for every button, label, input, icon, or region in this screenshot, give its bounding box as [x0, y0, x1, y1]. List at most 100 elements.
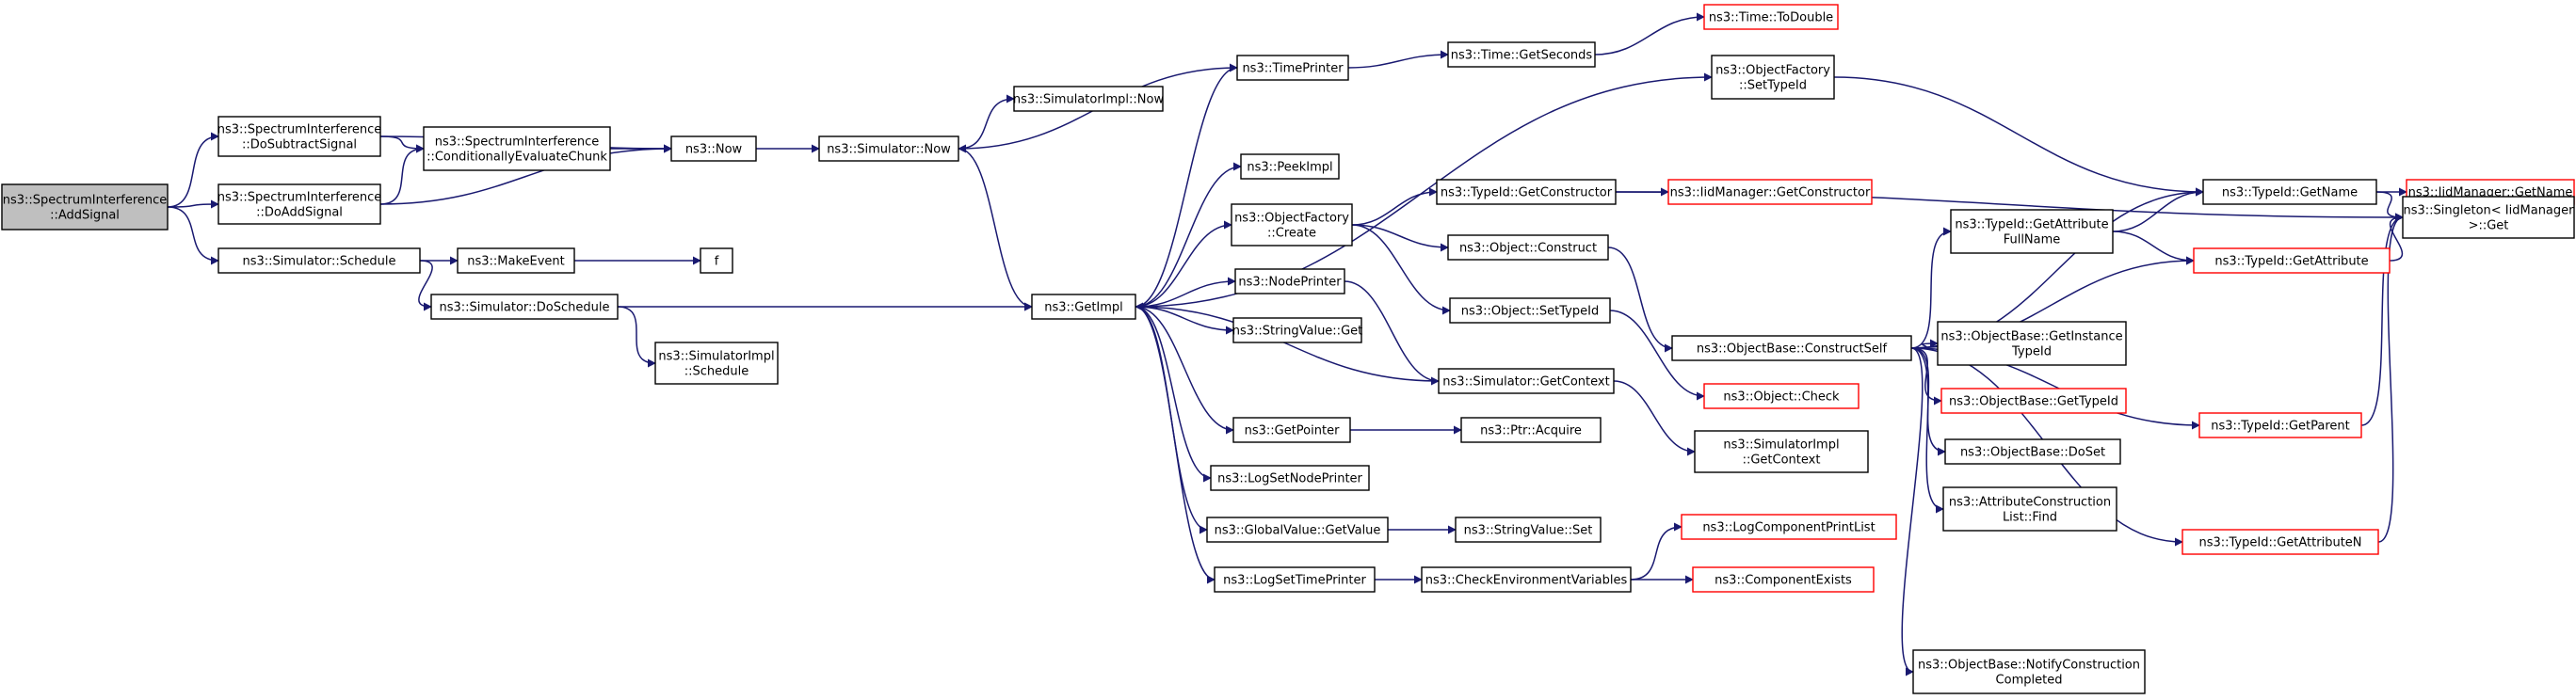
node-svset[interactable]: ns3::StringValue::Set: [1455, 517, 1602, 543]
node-now[interactable]: ns3::Now: [670, 135, 757, 162]
node-label: ns3::LogSetNodePrinter: [1217, 472, 1362, 486]
edge-ofcreate-to-objsettypeid: [1351, 224, 1451, 315]
node-getseconds[interactable]: ns3::Time::GetSeconds: [1447, 41, 1596, 68]
node-label: ns3::StringValue::Set: [1464, 524, 1593, 538]
node-label: ::Create: [1267, 227, 1316, 241]
node-ptracquire[interactable]: ns3::Ptr::Acquire: [1460, 417, 1602, 443]
edge-getimpl-to-timeprinter: [1135, 63, 1238, 308]
node-obgettid[interactable]: ns3::ObjectBase::GetTypeId: [1940, 388, 2127, 414]
edge-tidattrfullname-to-tidgetattr: [2112, 231, 2195, 265]
node-compexists[interactable]: ns3::ComponentExists: [1692, 566, 1875, 593]
edge-getimpl-to-lognodeprinter: [1135, 306, 1212, 483]
node-label: ns3::CheckEnvironmentVariables: [1425, 574, 1628, 588]
edge-checkenv-to-logcomplist: [1630, 522, 1682, 581]
edge-ofcreate-to-objconstruct: [1351, 224, 1449, 252]
node-label: ns3::AttributeConstruction: [1949, 496, 2111, 510]
node-label: Completed: [1996, 674, 2063, 688]
node-simnow[interactable]: ns3::Simulator::Now: [818, 135, 959, 162]
node-logtimeprinter[interactable]: ns3::LogSetTimePrinter: [1214, 566, 1376, 593]
node-label: ns3::Time::ToDouble: [1709, 11, 1833, 25]
edge-simnow-to-implnow: [958, 94, 1015, 150]
edge-tidgetattrn-to-singleton: [2377, 213, 2404, 543]
node-label: ns3::SpectrumInterference: [217, 191, 382, 205]
node-label: ns3::ComponentExists: [1715, 574, 1852, 588]
nodes: ns3::SpectrumInterference::AddSignalns3:…: [1, 4, 2575, 694]
node-tidgetname[interactable]: ns3::TypeId::GetName: [2202, 179, 2377, 205]
node-label: f: [715, 255, 719, 269]
edge-getimpl-to-peekimpl: [1135, 162, 1242, 308]
node-checkenv[interactable]: ns3::CheckEnvironmentVariables: [1421, 566, 1632, 593]
node-nodeprinter[interactable]: ns3::NodePrinter: [1234, 268, 1345, 294]
node-makeevent[interactable]: ns3::MakeEvent: [457, 247, 575, 274]
node-label: ::Schedule: [684, 365, 749, 379]
node-tidgetconstructor[interactable]: ns3::TypeId::GetConstructor: [1436, 179, 1617, 205]
node-label: ns3::TypeId::GetName: [2222, 186, 2358, 200]
node-implschedule[interactable]: ns3::SimulatorImpl::Schedule: [654, 342, 779, 385]
node-constructself[interactable]: ns3::ObjectBase::ConstructSelf: [1671, 335, 1912, 361]
edge-getcontext-to-getimpl: [1135, 302, 1440, 382]
node-label: ns3::LogComponentPrintList: [1702, 521, 1875, 535]
edge-tidattrfullname-to-tidgetname: [2112, 187, 2204, 232]
node-getpointer[interactable]: ns3::GetPointer: [1232, 417, 1351, 443]
node-doschedule[interactable]: ns3::Simulator::DoSchedule: [430, 294, 619, 320]
edge-tidgetparent-to-singleton: [2360, 213, 2404, 426]
edge-constructself-to-acfind: [1910, 347, 1944, 514]
node-gvgetvalue[interactable]: ns3::GlobalValue::GetValue: [1206, 517, 1389, 543]
node-label: ns3::Simulator::Schedule: [242, 255, 395, 269]
edge-ofsettypeid-to-tidgetname: [1833, 76, 2204, 197]
node-label: ns3::Now: [685, 143, 743, 157]
node-label: ns3::Object::SetTypeId: [1461, 305, 1599, 319]
node-tidgetparent[interactable]: ns3::TypeId::GetParent: [2198, 412, 2362, 438]
node-obnotify[interactable]: ns3::ObjectBase::NotifyConstructionCompl…: [1912, 649, 2146, 694]
node-iidgetconstructor[interactable]: ns3::IidManager::GetConstructor: [1667, 179, 1873, 205]
node-objcheck[interactable]: ns3::Object::Check: [1703, 383, 1860, 409]
node-label: ns3::LogSetTimePrinter: [1223, 574, 1366, 588]
node-label: ns3::Time::GetSeconds: [1451, 49, 1593, 63]
node-label: FullName: [2004, 233, 2061, 247]
node-f[interactable]: f: [700, 247, 733, 274]
node-label: ns3::TypeId::GetAttribute: [2214, 255, 2368, 269]
node-logcomplist[interactable]: ns3::LogComponentPrintList: [1681, 514, 1897, 540]
node-tidgetattrn[interactable]: ns3::TypeId::GetAttributeN: [2182, 529, 2379, 555]
node-dosubtract[interactable]: ns3::SpectrumInterference::DoSubtractSig…: [217, 116, 382, 157]
node-label: ns3::ObjectFactory: [1715, 64, 1830, 78]
node-lognodeprinter[interactable]: ns3::LogSetNodePrinter: [1210, 465, 1370, 491]
node-implnow[interactable]: ns3::SimulatorImpl::Now: [1013, 86, 1165, 112]
node-getimpl[interactable]: ns3::GetImpl: [1031, 294, 1136, 320]
node-label: ns3::ObjectBase::DoSet: [1960, 446, 2105, 460]
node-singleton[interactable]: ns3::Singleton< IidManager >::Get: [2402, 196, 2575, 239]
edge-doadd-to-condchunk: [379, 144, 425, 205]
node-ofcreate[interactable]: ns3::ObjectFactory::Create: [1231, 203, 1353, 247]
node-implgetcontext[interactable]: ns3::SimulatorImpl::GetContext: [1694, 430, 1869, 473]
node-label: ns3::StringValue::Get: [1232, 325, 1362, 339]
node-timeprinter[interactable]: ns3::TimePrinter: [1236, 55, 1349, 81]
node-todouble[interactable]: ns3::Time::ToDouble: [1703, 4, 1839, 30]
node-label: ns3::Ptr::Acquire: [1480, 424, 1582, 438]
node-objconstruct[interactable]: ns3::Object::Construct: [1447, 234, 1609, 261]
node-label: ns3::Singleton< IidManager: [2403, 204, 2574, 218]
node-peekimpl[interactable]: ns3::PeekImpl: [1240, 153, 1340, 180]
node-condchunk[interactable]: ns3::SpectrumInterference::Conditionally…: [423, 126, 611, 171]
node-label: ::ConditionallyEvaluateChunk: [427, 151, 607, 165]
node-tidgetattr[interactable]: ns3::TypeId::GetAttribute: [2193, 247, 2391, 274]
node-label: ::DoSubtractSignal: [242, 138, 357, 152]
node-doadd[interactable]: ns3::SpectrumInterference::DoAddSignal: [217, 183, 382, 225]
node-label: ns3::GlobalValue::GetValue: [1215, 524, 1381, 538]
node-label: ns3::TypeId::GetConstructor: [1441, 186, 1613, 200]
node-label: ns3::NodePrinter: [1238, 276, 1342, 290]
node-label: ns3::ObjectBase::GetTypeId: [1949, 395, 2118, 409]
node-svget[interactable]: ns3::StringValue::Get: [1232, 317, 1362, 343]
edge-simnow-to-getimpl: [958, 148, 1033, 311]
node-objsettypeid[interactable]: ns3::Object::SetTypeId: [1449, 297, 1611, 324]
node-ofsettypeid[interactable]: ns3::ObjectFactory::SetTypeId: [1711, 55, 1835, 100]
node-label: ns3::Object::Check: [1723, 390, 1840, 405]
node-label: ns3::Simulator::Now: [827, 143, 951, 157]
node-label: ::DoAddSignal: [256, 206, 343, 220]
node-schedule[interactable]: ns3::Simulator::Schedule: [217, 247, 421, 274]
node-obdoset[interactable]: ns3::ObjectBase::DoSet: [1944, 438, 2121, 465]
edge-addsignal-to-schedule: [167, 206, 219, 265]
node-getcontext[interactable]: ns3::Simulator::GetContext: [1438, 368, 1615, 394]
